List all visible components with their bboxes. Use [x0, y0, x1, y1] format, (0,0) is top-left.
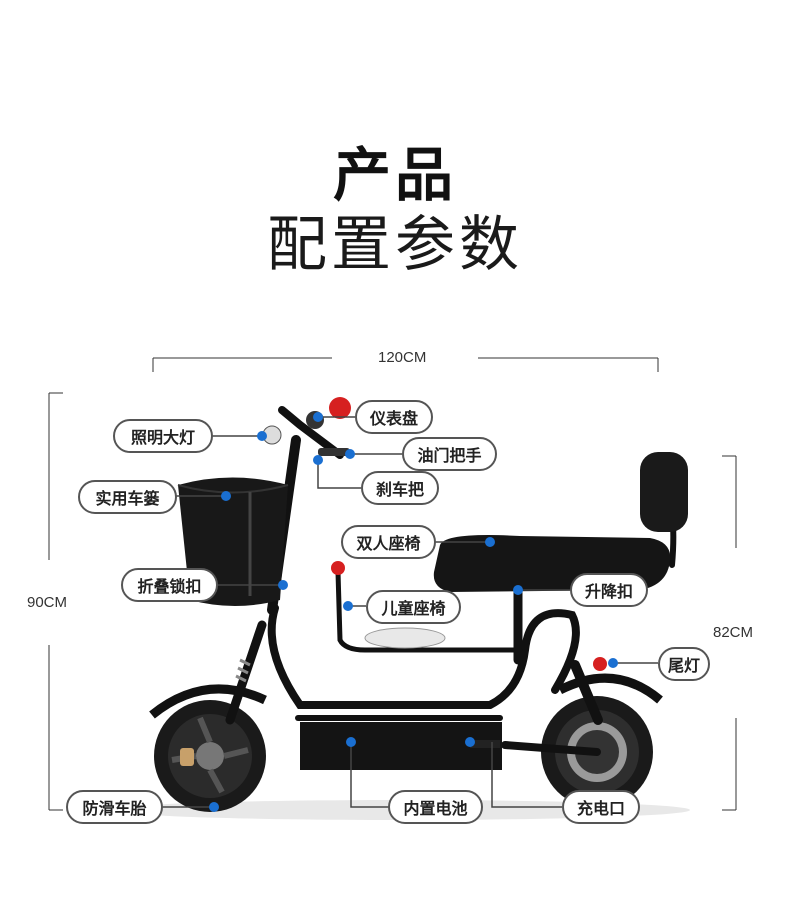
brake-lever-handle: [318, 448, 350, 456]
child-seat-cushion: [364, 627, 446, 649]
throttle-grip: [329, 397, 351, 419]
brake-lever-dot: [313, 455, 323, 465]
title-config-params: 配置参数: [267, 210, 523, 280]
scooter: [149, 397, 688, 812]
title-product: 产品: [332, 141, 457, 209]
tail-light-dot: [608, 658, 618, 668]
lift-clamp-dot: [513, 585, 523, 595]
fold-lock-dot: [278, 580, 288, 590]
tire-dot: [209, 802, 219, 812]
seat-height-dimension-label: 82CM: [713, 624, 754, 641]
callout-battery: 内置电池: [388, 790, 483, 824]
kickstand: [470, 740, 500, 748]
callout-dashboard: 仪表盘: [355, 400, 433, 434]
callout-brake-lever: 刹车把: [361, 471, 439, 505]
height-dimension-label: 90CM: [27, 594, 68, 611]
dashboard-dot: [313, 412, 323, 422]
seat-backrest: [640, 452, 688, 532]
rear-shock: [570, 660, 603, 725]
callout-headlight: 照明大灯: [113, 419, 213, 453]
handlebar: [278, 406, 344, 459]
double-seat-dot: [485, 537, 495, 547]
callout-fold-lock: 折叠锁扣: [121, 568, 218, 602]
length-dimension-label: 120CM: [378, 349, 427, 366]
callout-double-seat: 双人座椅: [341, 525, 436, 559]
child-seat-frame: [335, 569, 523, 653]
tail-light-lamp: [593, 657, 607, 671]
front-shock-spring: [235, 658, 251, 683]
callout-basket: 实用车篓: [78, 480, 177, 514]
child-seat-dot: [343, 601, 353, 611]
rear-fender: [557, 673, 663, 704]
callout-throttle: 油门把手: [402, 437, 497, 471]
child-seat-knob: [331, 561, 345, 575]
length-dimension-line: [152, 357, 659, 372]
front-wheel: [154, 700, 266, 812]
basket-dot: [221, 491, 231, 501]
callout-charge-port: 充电口: [562, 790, 640, 824]
charge-port-dot: [465, 737, 475, 747]
rear-arm: [501, 741, 601, 756]
callout-lift-clamp: 升降扣: [570, 573, 648, 607]
front-fender: [149, 684, 267, 719]
dimension-lines: [48, 357, 737, 811]
callout-tail-light: 尾灯: [658, 647, 710, 681]
seat-height-dimension-line: [722, 455, 737, 811]
battery-dot: [346, 737, 356, 747]
main-frame: [267, 604, 580, 709]
height-dimension-line: [48, 392, 63, 811]
headlight-dot: [257, 431, 267, 441]
callout-dots: [209, 412, 618, 812]
callout-tire: 防滑车胎: [66, 790, 163, 824]
callout-child-seat: 儿童座椅: [366, 590, 461, 624]
throttle-dot: [345, 449, 355, 459]
